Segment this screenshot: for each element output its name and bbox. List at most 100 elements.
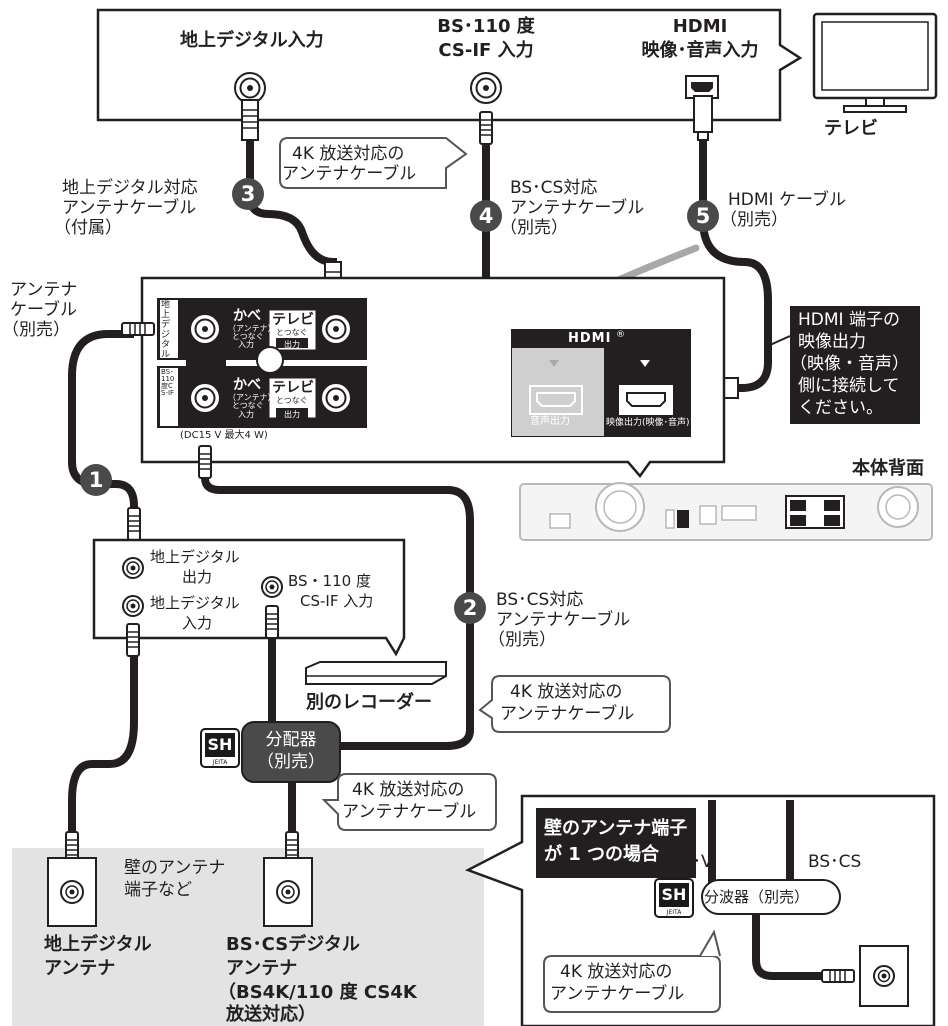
terr-input-label: 入力 [238,340,254,349]
terr-terebi-label: テレビ [272,312,314,328]
terr-terebi-sub: とつなぐ [276,328,308,337]
other-recorder-label: 別のレコーダー [306,692,432,713]
cable-5 [699,114,772,392]
other-recorder-icon [305,661,447,685]
cable-2-number: 2 [454,592,486,624]
bs-kabe-sub-2: とつなぐ [232,401,264,410]
bs-antenna-label-4: 放送対応） [226,1004,316,1025]
bs-antenna-label-3: （BS4K/110 度 CS4K [218,982,417,1003]
wall-note-1: 壁のアンテナ [124,858,226,878]
sh-mark-text: SH [205,733,235,757]
tv-terrestrial-input-label: 地上デジタル入力 [180,30,324,51]
cable-3-label-3: （付属） [54,218,122,238]
hdmi-note-box [790,306,920,424]
callout-4k-mid-line-1: 4K 放送対応の [510,682,623,702]
tv-icon [812,12,938,113]
inset-title-1: 壁のアンテナ端子 [544,818,688,839]
bs-terebi-sub: とつなぐ [276,396,308,405]
terr-kabe-sub-1: （アンテナ） [228,324,276,333]
sh-mark-icon: SH JEITA [200,728,240,768]
wall-socket-bs [263,857,313,927]
tv-bs-input-label-2: CS-IF 入力 [438,40,534,61]
other-terr-out-1: 地上デジタル [150,548,240,566]
antenna-cable-label-2: ケーブル [10,300,77,320]
terrestrial-tab-label: 地上デジタル [161,300,171,360]
terr-antenna-label-1: 地上デジタル [44,934,152,955]
power-note: (DC15 V 最大4 W) [180,430,268,441]
inset-title-box [536,808,696,878]
cable-4-label-1: BS･CS対応 [510,178,598,198]
hdmi-reg-mark: ® [616,330,625,340]
bs-tab-label: BS･110度CS-IF [161,368,175,397]
bs-kabe-label: かべ [233,377,261,393]
cable-2-label-3: （別売） [488,630,556,650]
callout-4k-mid-line-2: アンテナケーブル [500,704,635,724]
cable-3-number: 3 [232,178,264,210]
splitter-label-1: 分配器 [265,730,317,750]
cable-5-label-2: （別売） [720,210,788,230]
tv-label: テレビ [824,118,878,139]
other-terr-in-2: 入力 [182,614,213,632]
rear-label: 本体背面 [852,458,924,479]
audio-out-label: 音声出力 [530,416,570,427]
callout-4k-low [321,773,497,831]
cable-4-label-2: アンテナケーブル [510,198,645,218]
hdmi-note-3: （映像・音声） [790,354,909,374]
divider [701,879,841,915]
terr-output-label: 出力 [284,340,300,349]
bs-antenna-label-2: アンテナ [226,958,298,979]
bs-antenna-label-1: BS･CSデジタル [226,934,360,955]
inset-wall-socket [859,945,909,1007]
other-recorder-box [92,538,406,657]
cable-4-label-3: （別売） [500,218,568,238]
other-bs-in-1: BS・110 度 [288,572,371,590]
hdmi-note-5: ください。 [798,398,883,418]
tv-hdmi-input-label-2: 映像･音声入力 [641,40,759,61]
callout-4k-top-line-1: 4K 放送対応の [292,144,405,164]
video-out-label: 映像出力(映像･音声) [606,418,690,428]
cable-1-number: 1 [80,464,112,496]
bs-terebi-label: テレビ [272,380,314,396]
callout-4k-mid [478,675,671,733]
callout-4k-top [279,137,468,189]
cable-3-label-2: アンテナケーブル [62,198,197,218]
inset-cable-line-1: 4K 放送対応の [560,962,673,982]
hdmi-note-2: 映像出力 [798,332,866,352]
tv-hdmi-jack [685,75,719,99]
cable-2-label-1: BS･CS対応 [496,590,584,610]
sh-mark-inset-text: SH [659,883,689,907]
bs-input-label: 入力 [238,410,254,419]
cable-5-number: 5 [687,200,719,232]
rear-device-icon [519,482,933,541]
antenna-cable-label-3: （別売） [2,320,70,340]
callout-4k-low-line-1: 4K 放送対応の [352,780,465,800]
wall-socket-terrestrial [47,857,97,927]
sh-mark-inset-sub: JEITA [666,909,682,916]
inset-title-2: が 1 つの場合 [544,844,660,865]
bs-output-label: 出力 [284,410,300,419]
terr-kabe-label: かべ [233,308,261,324]
inset-uv-label: U･V [680,852,713,872]
hdmi-logo: HDMI [568,331,612,346]
terr-antenna-label-2: アンテナ [44,958,116,979]
bs-kabe-sub-1: （アンテナ） [228,393,276,402]
tv-bs-jack [470,72,502,104]
splitter [241,721,341,783]
hdmi-note-1: HDMI 端子の [798,310,900,330]
splitter-label-2: （別売） [257,752,325,772]
tv-terrestrial-jack [234,72,266,104]
tv-bs-input-label-1: BS･110 度 [437,16,535,37]
cable-5-label-1: HDMI ケーブル [728,190,846,210]
antenna-cable-1 [68,330,138,514]
callout-4k-top-line-2: アンテナケーブル [282,164,417,184]
other-terr-out-2: 出力 [182,568,213,586]
other-terr-in-1: 地上デジタル [150,594,240,612]
inset-divider-label: 分波器（別売） [704,888,810,906]
callout-4k-low-line-2: アンテナケーブル [342,802,477,822]
cable-4-number: 4 [470,200,502,232]
tv-input-box [96,8,803,122]
hdmi-note-4: 側に接続して [798,376,900,396]
cable-3-label-1: 地上デジタル対応 [62,178,198,198]
